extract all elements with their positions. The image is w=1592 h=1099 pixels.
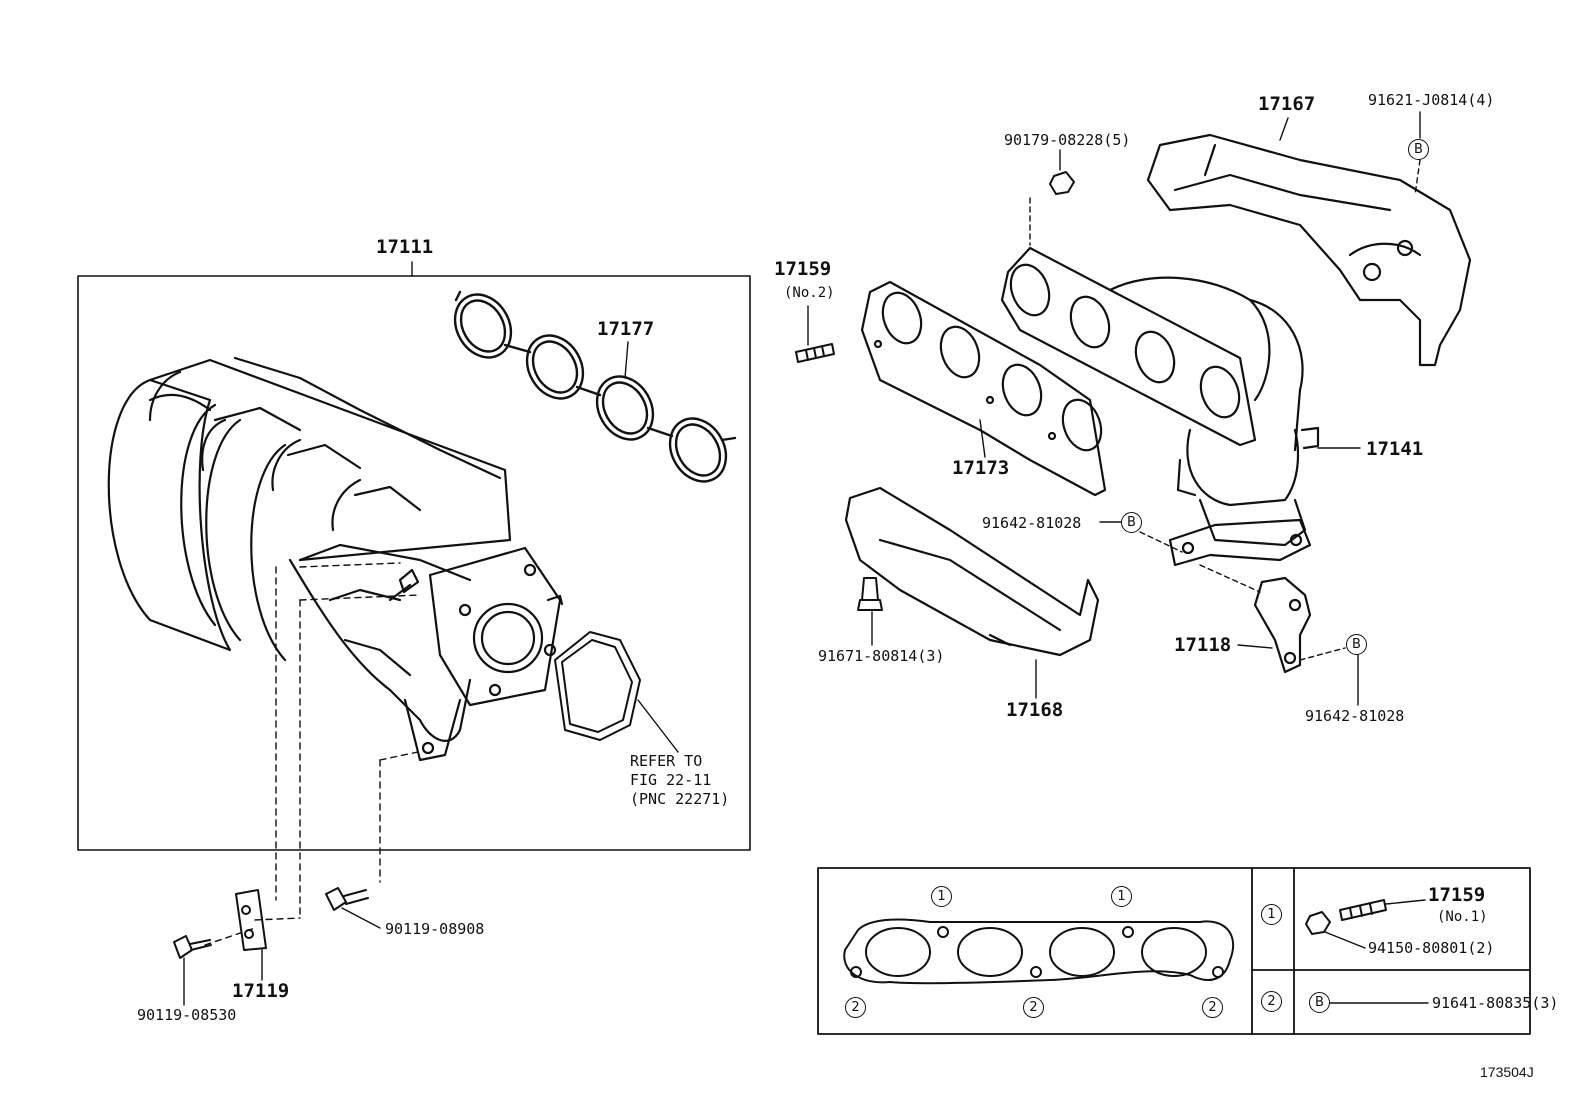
part-90119-08530-label: 90119-08530 [137, 1006, 237, 1024]
no2-label: (No.2) [784, 285, 835, 301]
gasket-marker-1a: 1 [931, 886, 952, 907]
part-91642b-label: 91642-81028 [1305, 707, 1405, 725]
part-17118-label: 17118 [1174, 634, 1232, 656]
part-17119-label: 17119 [232, 980, 290, 1002]
legend-marker-b: B [1309, 992, 1330, 1013]
exhaust-gasket-17173-drawing [860, 280, 1107, 497]
bolt-90119-08908-drawing [325, 887, 369, 911]
gasket-marker-2b: 2 [1023, 997, 1044, 1018]
marker-b-91642a: B [1121, 512, 1142, 533]
exhaust-manifold-17141-drawing [1000, 246, 1320, 567]
part-91671-label: 91671-80814(3) [818, 647, 945, 665]
legend-fastener-drawing [1305, 899, 1387, 935]
refer-line2: FIG 22-11 [630, 771, 712, 789]
bolt-90119-08530-drawing [173, 935, 212, 959]
bracket-17118-drawing [1253, 576, 1312, 674]
legend-row-2-marker: 2 [1261, 991, 1282, 1012]
legend-box [817, 867, 1531, 1035]
part-17168-label: 17168 [1006, 699, 1064, 721]
part-17111-label: 17111 [376, 236, 434, 258]
part-90119-08908-label: 90119-08908 [385, 920, 485, 938]
part-90179-label: 90179-08228(5) [1004, 131, 1131, 149]
legend-17159-label: 17159 [1428, 884, 1486, 906]
gasket-marker-2c: 2 [1202, 997, 1223, 1018]
legend-row-1-marker: 1 [1261, 904, 1282, 925]
legend-94150-label: 94150-80801(2) [1368, 939, 1495, 957]
intake-manifold-frame [77, 275, 751, 851]
nut-90179-drawing [1049, 171, 1075, 195]
throttle-gasket-drawing [554, 631, 641, 741]
heat-insulator-17168-drawing [844, 486, 1100, 657]
gasket-marker-1b: 1 [1111, 886, 1132, 907]
part-91642a-label: 91642-81028 [982, 514, 1082, 532]
part-17173-label: 17173 [952, 457, 1010, 479]
part-17167-label: 17167 [1258, 93, 1316, 115]
figure-id: 173504J [1480, 1064, 1534, 1080]
refer-line3: (PNC 22271) [630, 790, 730, 808]
legend-91641-label: 91641-80835(3) [1432, 994, 1559, 1012]
part-17141-label: 17141 [1366, 438, 1424, 460]
stud-17159-no2-drawing [795, 343, 835, 363]
refer-line1: REFER TO [630, 752, 703, 770]
gasket-marker-2a: 2 [845, 997, 866, 1018]
intake-gasket-drawing [453, 290, 737, 483]
part-91621-label: 91621-J0814(4) [1368, 91, 1495, 109]
part-17177-label: 17177 [597, 318, 655, 340]
marker-b-91621: B [1408, 139, 1429, 160]
marker-b-91642b: B [1346, 634, 1367, 655]
bolt-91671-drawing [857, 577, 883, 611]
legend-no1-label: (No.1) [1437, 909, 1488, 925]
legend-gasket-drawing [843, 918, 1235, 985]
heat-insulator-17167-drawing [1146, 133, 1472, 367]
bracket-17119-drawing [235, 889, 267, 951]
intake-manifold-drawing [107, 356, 564, 762]
part-17159-no2-label: 17159 [774, 258, 832, 280]
